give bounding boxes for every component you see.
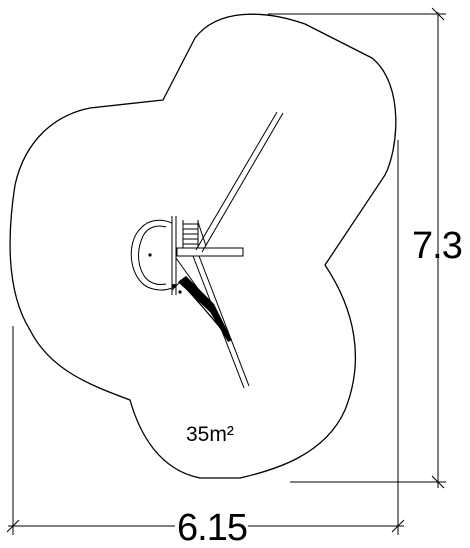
play-equipment — [130, 111, 284, 389]
dimension-guides — [6, 7, 446, 535]
climbing-net — [171, 257, 232, 342]
area-label: 35m² — [186, 423, 234, 446]
ladder — [182, 220, 207, 248]
safety-zone-outline — [9, 13, 397, 479]
height-dimension-label: 7.3 — [412, 225, 462, 267]
width-dimension-label: 6.15 — [177, 507, 247, 548]
tower-cabin — [130, 216, 177, 295]
